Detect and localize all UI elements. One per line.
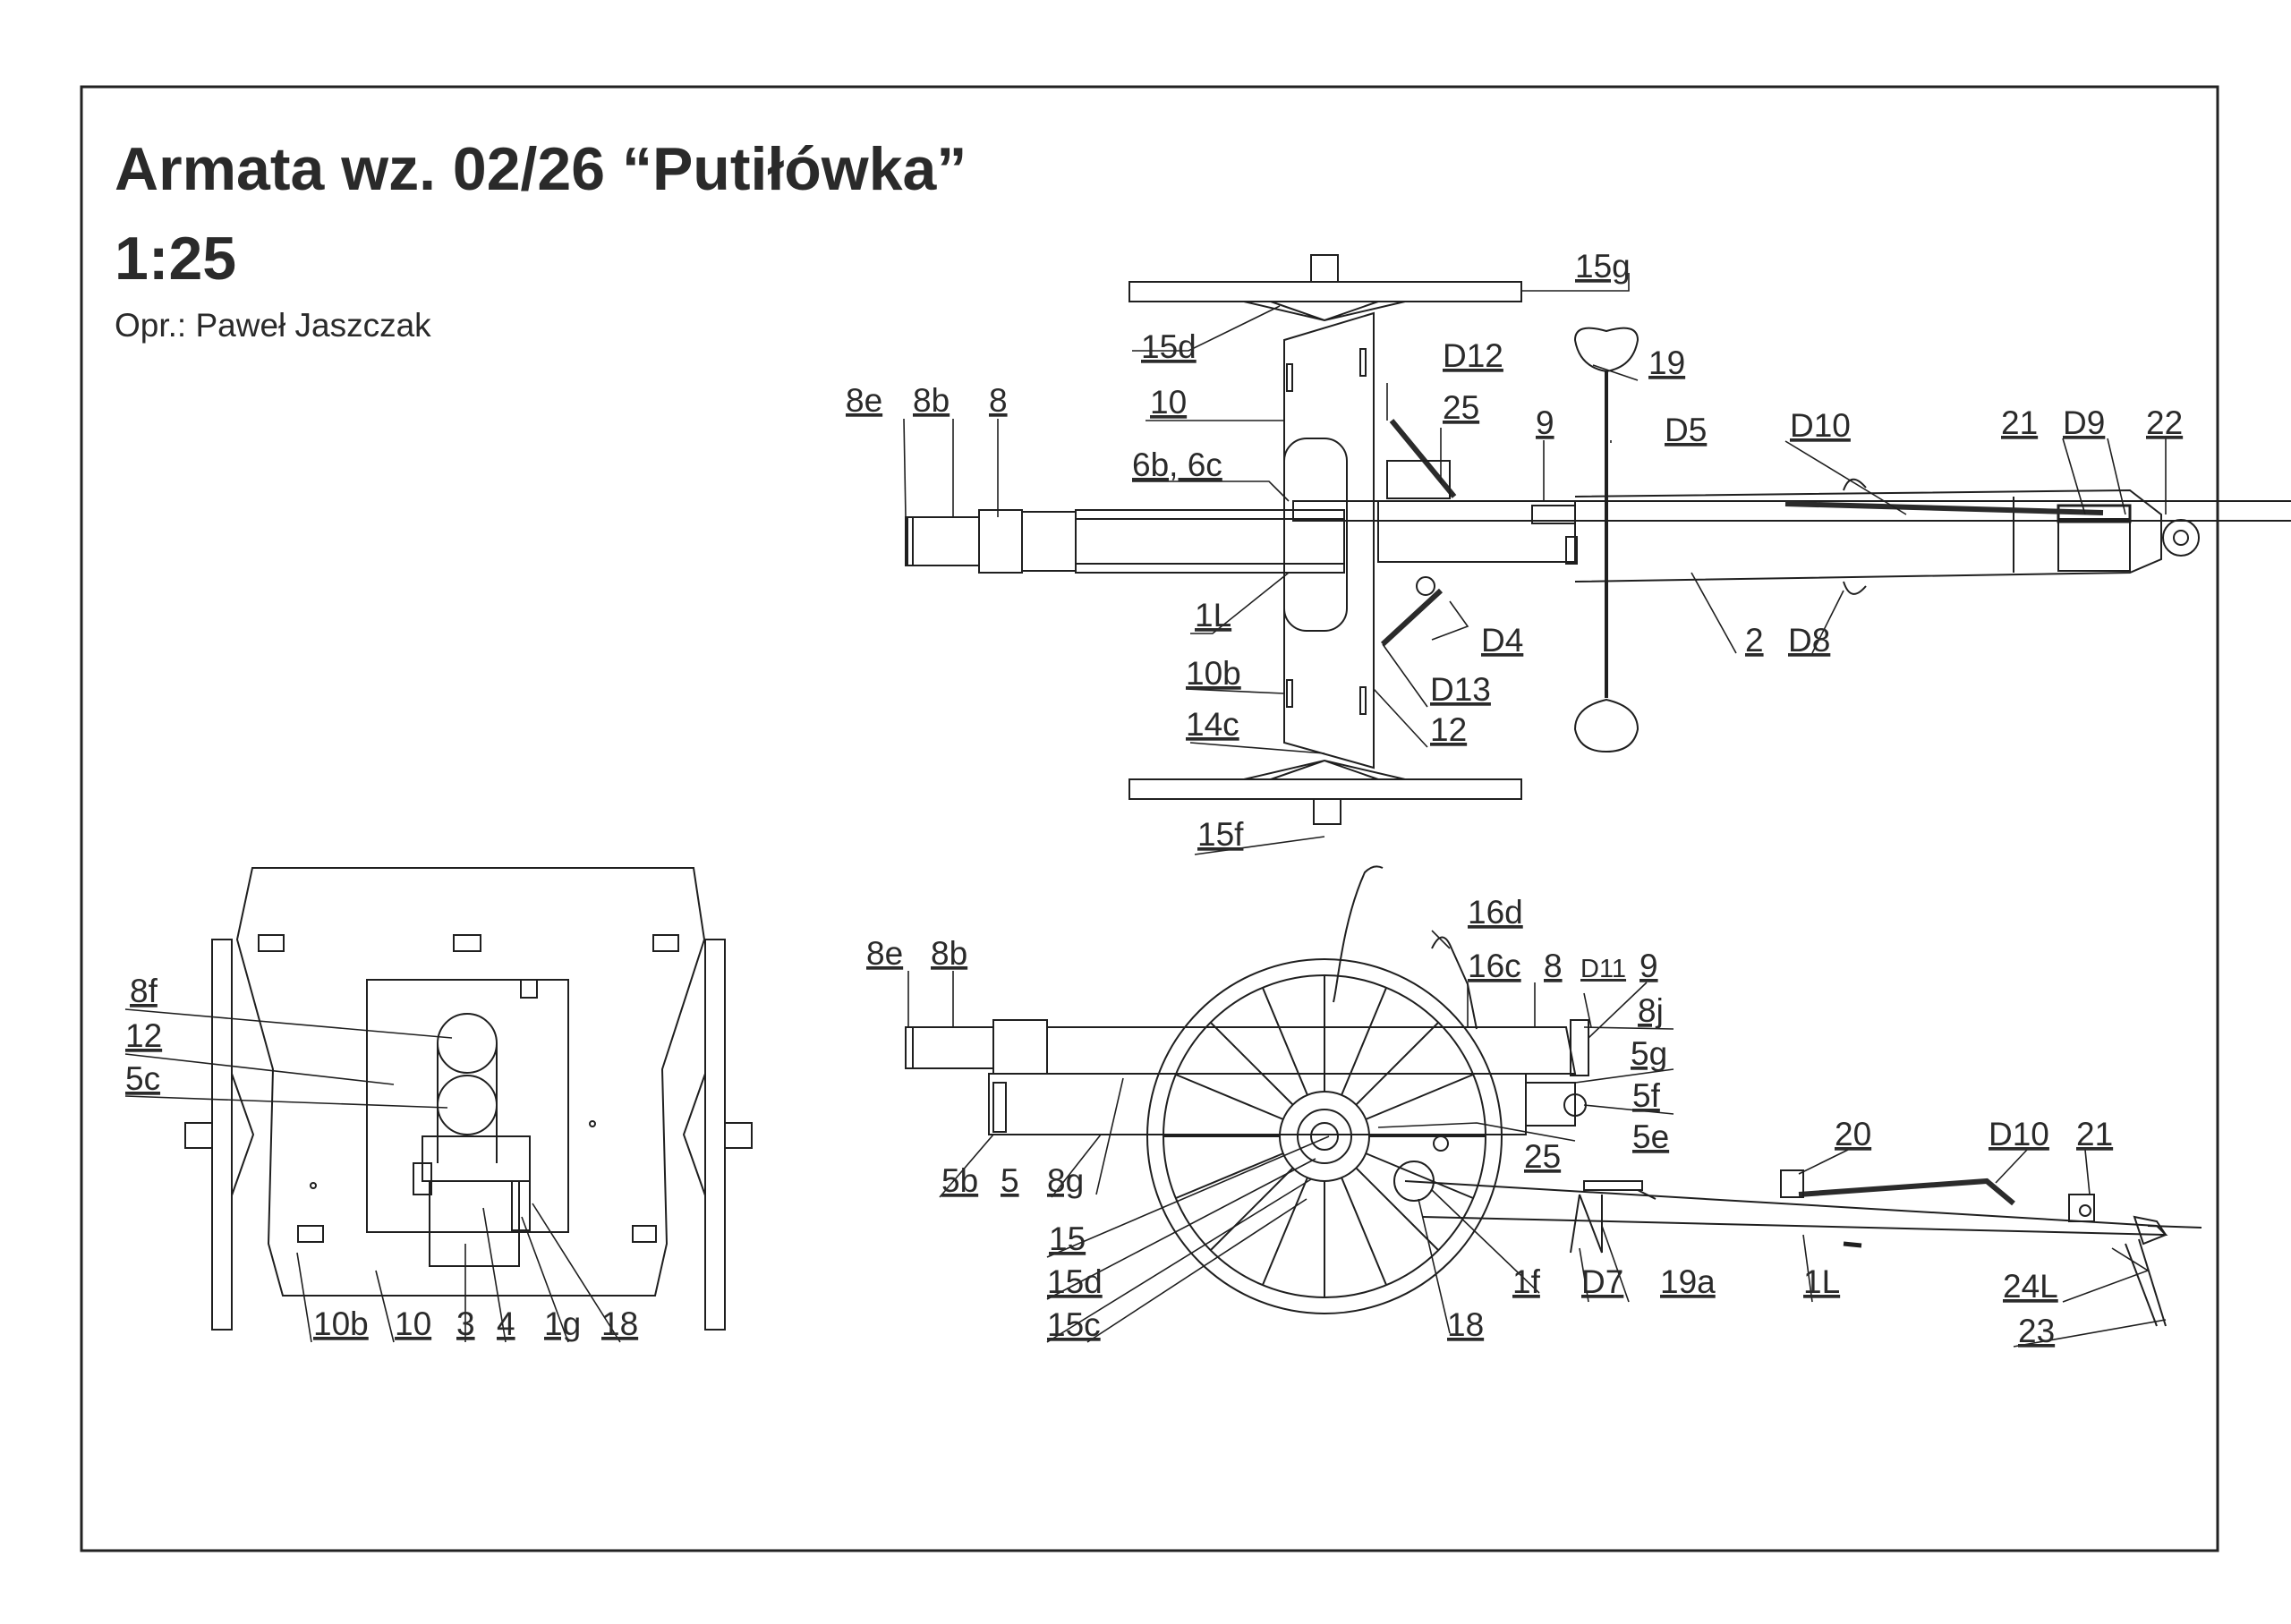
part-label-top-10b: 10b xyxy=(1186,655,1241,692)
part-label-top-8: 8 xyxy=(989,382,1008,419)
front-view xyxy=(184,867,753,1331)
part-label-side-d10: D10 xyxy=(1989,1116,2049,1152)
part-label-side-20: 20 xyxy=(1835,1116,1871,1152)
part-label-top-d4: D4 xyxy=(1481,622,1523,659)
part-label-top-19: 19 xyxy=(1648,344,1685,381)
part-label-side-16c: 16c xyxy=(1468,948,1521,984)
drawing-scale: 1:25 xyxy=(115,225,237,293)
top-view xyxy=(905,254,2291,825)
part-label-top-d5: D5 xyxy=(1665,412,1707,448)
part-label-top-d8: D8 xyxy=(1788,622,1830,659)
part-label-side-19a: 19a xyxy=(1660,1263,1716,1300)
part-label-top-6b-6c: 6b, 6c xyxy=(1132,446,1222,483)
part-label-side-8: 8 xyxy=(1544,948,1563,984)
part-label-side-5f: 5f xyxy=(1632,1077,1661,1114)
drawing-frame xyxy=(80,85,2219,1552)
drawing-author: Opr.: Paweł Jaszczak xyxy=(115,307,431,344)
part-label-side-8e: 8e xyxy=(866,935,903,972)
part-label-top-15g: 15g xyxy=(1575,248,1631,285)
part-label-top-15d: 15d xyxy=(1141,328,1197,365)
part-label-front-5c: 5c xyxy=(125,1060,160,1097)
part-label-top-21: 21 xyxy=(2001,404,2038,441)
part-label-side-9: 9 xyxy=(1639,948,1658,984)
part-label-top-12: 12 xyxy=(1430,711,1467,748)
part-label-side-5: 5 xyxy=(1001,1162,1019,1199)
part-label-side-15d: 15d xyxy=(1047,1263,1103,1300)
part-label-side-8b: 8b xyxy=(931,935,967,972)
part-label-front-8f: 8f xyxy=(130,973,158,1009)
part-label-top-9: 9 xyxy=(1536,404,1554,441)
part-label-top-d10: D10 xyxy=(1790,407,1851,444)
part-label-front-10: 10 xyxy=(395,1305,431,1342)
part-label-front-12: 12 xyxy=(125,1017,162,1054)
part-label-front-4: 4 xyxy=(497,1305,515,1342)
part-label-top-d9: D9 xyxy=(2063,404,2105,441)
side-view xyxy=(905,865,2202,1327)
part-label-front-10b: 10b xyxy=(313,1305,369,1342)
part-label-top-2: 2 xyxy=(1745,622,1764,659)
leader-lines xyxy=(124,273,2167,1348)
part-label-side-25: 25 xyxy=(1524,1138,1561,1175)
part-label-side-15c: 15c xyxy=(1047,1306,1101,1343)
part-label-top-d12: D12 xyxy=(1443,337,1503,374)
part-label-top-10: 10 xyxy=(1150,384,1187,421)
part-label-side-8j: 8j xyxy=(1638,992,1664,1029)
part-label-side-5b: 5b xyxy=(941,1162,978,1199)
part-label-side-18: 18 xyxy=(1447,1306,1484,1343)
part-label-front-1g: 1g xyxy=(544,1305,581,1342)
part-label-side-d11: D11 xyxy=(1580,955,1626,983)
part-label-side-23: 23 xyxy=(2018,1313,2055,1349)
part-label-top-14c: 14c xyxy=(1186,706,1239,743)
part-label-side-d7: D7 xyxy=(1581,1263,1623,1300)
part-label-front-3: 3 xyxy=(456,1305,475,1342)
part-label-top-8e: 8e xyxy=(846,382,882,419)
part-label-top-d13: D13 xyxy=(1430,671,1491,708)
part-label-top-22: 22 xyxy=(2146,404,2183,441)
part-label-front-18: 18 xyxy=(601,1305,638,1342)
part-label-side-5g: 5g xyxy=(1631,1035,1667,1072)
part-label-side-1l: 1L xyxy=(1803,1263,1840,1300)
part-label-side-24l: 24L xyxy=(2003,1268,2058,1305)
part-label-side-1f: 1f xyxy=(1512,1263,1541,1300)
part-label-side-8g: 8g xyxy=(1047,1162,1084,1199)
part-label-top-25: 25 xyxy=(1443,389,1479,426)
part-label-side-21: 21 xyxy=(2076,1116,2113,1152)
part-label-side-15: 15 xyxy=(1049,1220,1086,1257)
part-label-side-16d: 16d xyxy=(1468,894,1523,931)
part-label-top-1l: 1L xyxy=(1195,597,1231,633)
part-label-side-5e: 5e xyxy=(1632,1118,1669,1155)
drawing-title: Armata wz. 02/26 “Putiłówka” xyxy=(115,135,967,203)
part-label-top-15f: 15f xyxy=(1197,816,1244,853)
part-label-top-8b: 8b xyxy=(913,382,950,419)
